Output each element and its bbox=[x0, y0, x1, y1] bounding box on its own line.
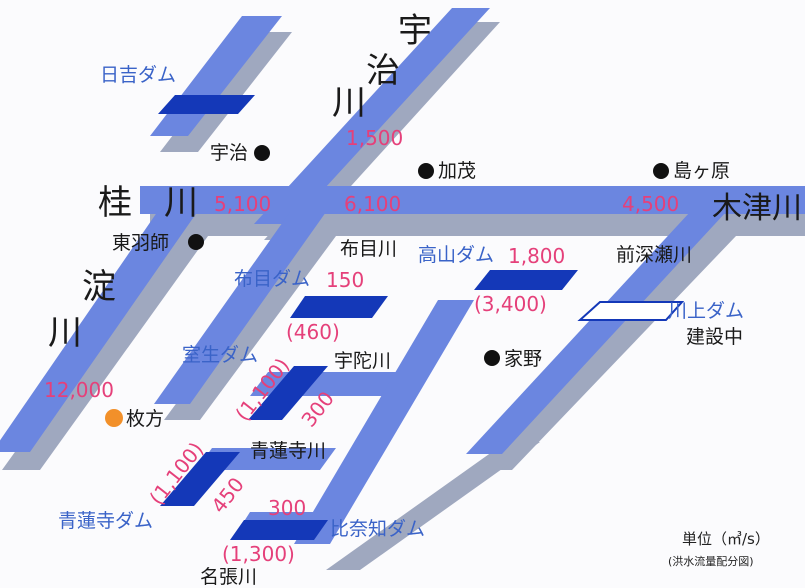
kawakami-dam-mark bbox=[577, 301, 685, 321]
yodo-river-label-1: 淀 bbox=[82, 267, 116, 307]
unit-note: (洪水流量配分図) bbox=[668, 555, 754, 568]
murou-dam-mark bbox=[248, 366, 328, 420]
kamo-dot bbox=[418, 163, 434, 179]
hinachi-flow-value: 300 bbox=[268, 496, 307, 520]
toba-dot bbox=[188, 234, 204, 250]
yodo-river-label-2: 川 bbox=[48, 313, 82, 353]
hinachi-dam-label: 比奈知ダム bbox=[330, 518, 426, 540]
katsura-flow-value: 5,100 bbox=[214, 192, 272, 216]
uji-dot bbox=[254, 145, 270, 161]
udagawa-river-label: 宇陀川 bbox=[334, 350, 392, 372]
katsura-river-label-2: 川 bbox=[164, 183, 198, 223]
hiyoshi-dam-mark bbox=[158, 95, 255, 114]
nunome-river bbox=[154, 212, 326, 404]
shorenji-dam-mark bbox=[160, 452, 240, 506]
hirakata-dot bbox=[105, 409, 123, 427]
hirakata-place-label: 枚方 bbox=[126, 408, 165, 430]
takayama-dam-mark bbox=[474, 270, 578, 290]
nabari-mid-river bbox=[294, 300, 474, 544]
nunome-dam-label: 布目ダム bbox=[234, 268, 311, 290]
nunome-flow-value: 150 bbox=[326, 268, 365, 292]
place-dots bbox=[188, 145, 669, 366]
hiyoshi-dam-label: 日吉ダム bbox=[100, 64, 177, 86]
uji-lower-flow-value: 6,100 bbox=[344, 192, 402, 216]
kano-place-label: 家野 bbox=[504, 348, 543, 370]
takayama-flow-paren: (3,400) bbox=[474, 292, 547, 316]
hinachi-dam-mark bbox=[230, 520, 328, 540]
hinachi-flow-paren: (1,300) bbox=[222, 542, 295, 566]
uji-river bbox=[254, 8, 490, 224]
uji-place-label: 宇治 bbox=[210, 142, 249, 164]
unit-label: 単位（㎥/s） bbox=[682, 530, 770, 548]
shimagahara-place-label: 島ヶ原 bbox=[673, 160, 731, 182]
katsura-river-label-1: 桂 bbox=[98, 183, 132, 223]
kizu-flow-value: 4,500 bbox=[622, 192, 680, 216]
nabari-river-label: 名張川 bbox=[200, 566, 258, 588]
nabari-river-shadow bbox=[326, 442, 540, 570]
dams bbox=[158, 95, 685, 540]
takayama-dam-label: 高山ダム bbox=[418, 244, 495, 266]
murou-dam-label: 室生ダム bbox=[182, 344, 259, 366]
rivers bbox=[0, 8, 805, 544]
nunome-flow-paren: (460) bbox=[286, 320, 340, 344]
uji-river-label-1: 宇 bbox=[398, 11, 432, 51]
nunome-dam-mark bbox=[290, 296, 388, 318]
hirakata-flow-value: 12,000 bbox=[44, 378, 114, 402]
yodo-river bbox=[0, 208, 200, 452]
uji-flow-value: 1,500 bbox=[346, 126, 404, 150]
nunome-river-label: 布目川 bbox=[340, 238, 398, 260]
kawakami-dam-status: 建設中 bbox=[686, 326, 744, 348]
uji-river-label-3: 川 bbox=[332, 83, 366, 123]
uji-river-label-2: 治 bbox=[366, 51, 400, 91]
takayama-flow-value: 1,800 bbox=[508, 244, 566, 268]
shorenji-river-label: 青蓮寺川 bbox=[250, 440, 327, 462]
kizu-river-label: 木津川 bbox=[712, 191, 802, 226]
kamo-place-label: 加茂 bbox=[438, 160, 477, 182]
main-river bbox=[140, 186, 805, 214]
kano-dot bbox=[484, 350, 500, 366]
toba-place-label: 東羽師 bbox=[112, 232, 170, 254]
maefukase-river-label: 前深瀬川 bbox=[616, 244, 693, 266]
shorenji-dam-label: 青蓮寺ダム bbox=[58, 510, 154, 532]
kawakami-dam-label: 川上ダム bbox=[668, 300, 745, 322]
shimagahara-dot bbox=[653, 163, 669, 179]
kizu-upper-river bbox=[466, 212, 726, 454]
